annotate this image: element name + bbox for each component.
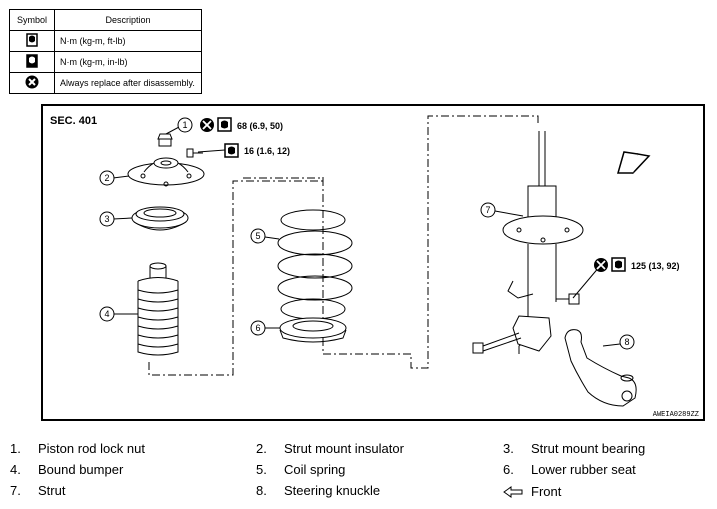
strut-assembly-drawing: 1 2 3 4 5 6 7 8 68 (6.9, 50) 16 (1.6, 12… <box>50 115 699 419</box>
callout-1 <box>177 117 193 133</box>
callout-label-2: 2 <box>104 173 109 183</box>
torque-spec-2: 16 (1.6, 12) <box>224 143 290 158</box>
torque-wrench-icon <box>217 117 232 132</box>
torque-spec-1: 68 (6.9, 50) <box>200 117 283 132</box>
torque-label-3: 125 (13, 92) <box>631 261 680 271</box>
callout-6 <box>250 320 266 336</box>
symbol-description: N·m (kg-m, in-lb) <box>54 51 202 73</box>
callout-4 <box>99 306 115 322</box>
callout-label-3: 3 <box>104 214 109 224</box>
callout-7 <box>480 202 496 218</box>
symbol-table: Symbol Description N·m (kg-m, ft-lb) N·m… <box>9 9 202 94</box>
always-replace-icon <box>25 75 39 89</box>
symbol-row: Always replace after disassembly. <box>9 72 202 94</box>
torque-wrench-icon <box>224 143 239 158</box>
callout-label-4: 4 <box>104 309 109 319</box>
callout-label-6: 6 <box>255 323 260 333</box>
figure-code: AWEIA0289ZZ <box>653 411 699 419</box>
callout-5 <box>250 228 266 244</box>
torque-wrench-icon <box>26 33 38 47</box>
callout-label-5: 5 <box>255 231 260 241</box>
callout-label-8: 8 <box>624 337 629 347</box>
callout-3 <box>99 211 115 227</box>
callout-2 <box>99 170 115 186</box>
callout-label-1: 1 <box>182 120 187 130</box>
symbol-description: N·m (kg-m, ft-lb) <box>54 30 202 52</box>
torque-label-1: 68 (6.9, 50) <box>237 121 283 131</box>
front-label: Front <box>531 484 562 499</box>
torque-wrench-filled-icon <box>26 54 38 68</box>
callout-label-7: 7 <box>485 205 490 215</box>
torque-spec-3: 125 (13, 92) <box>594 257 680 272</box>
symbol-row: N·m (kg-m, ft-lb) <box>9 30 202 52</box>
section-label: SEC. 401 <box>50 115 97 127</box>
torque-label-2: 16 (1.6, 12) <box>244 146 290 156</box>
symbol-row: N·m (kg-m, in-lb) <box>9 51 202 73</box>
symbol-table-header: Symbol Description <box>9 9 202 31</box>
torque-wrench-icon <box>611 257 626 272</box>
description-header: Description <box>54 9 202 31</box>
exploded-diagram: 1 2 3 4 5 6 7 8 68 (6.9, 50) 16 (1.6, 12… <box>41 104 705 421</box>
symbol-header: Symbol <box>9 9 55 31</box>
front-arrow-icon <box>503 486 523 498</box>
callout-8 <box>619 334 635 350</box>
symbol-description: Always replace after disassembly. <box>54 72 202 94</box>
